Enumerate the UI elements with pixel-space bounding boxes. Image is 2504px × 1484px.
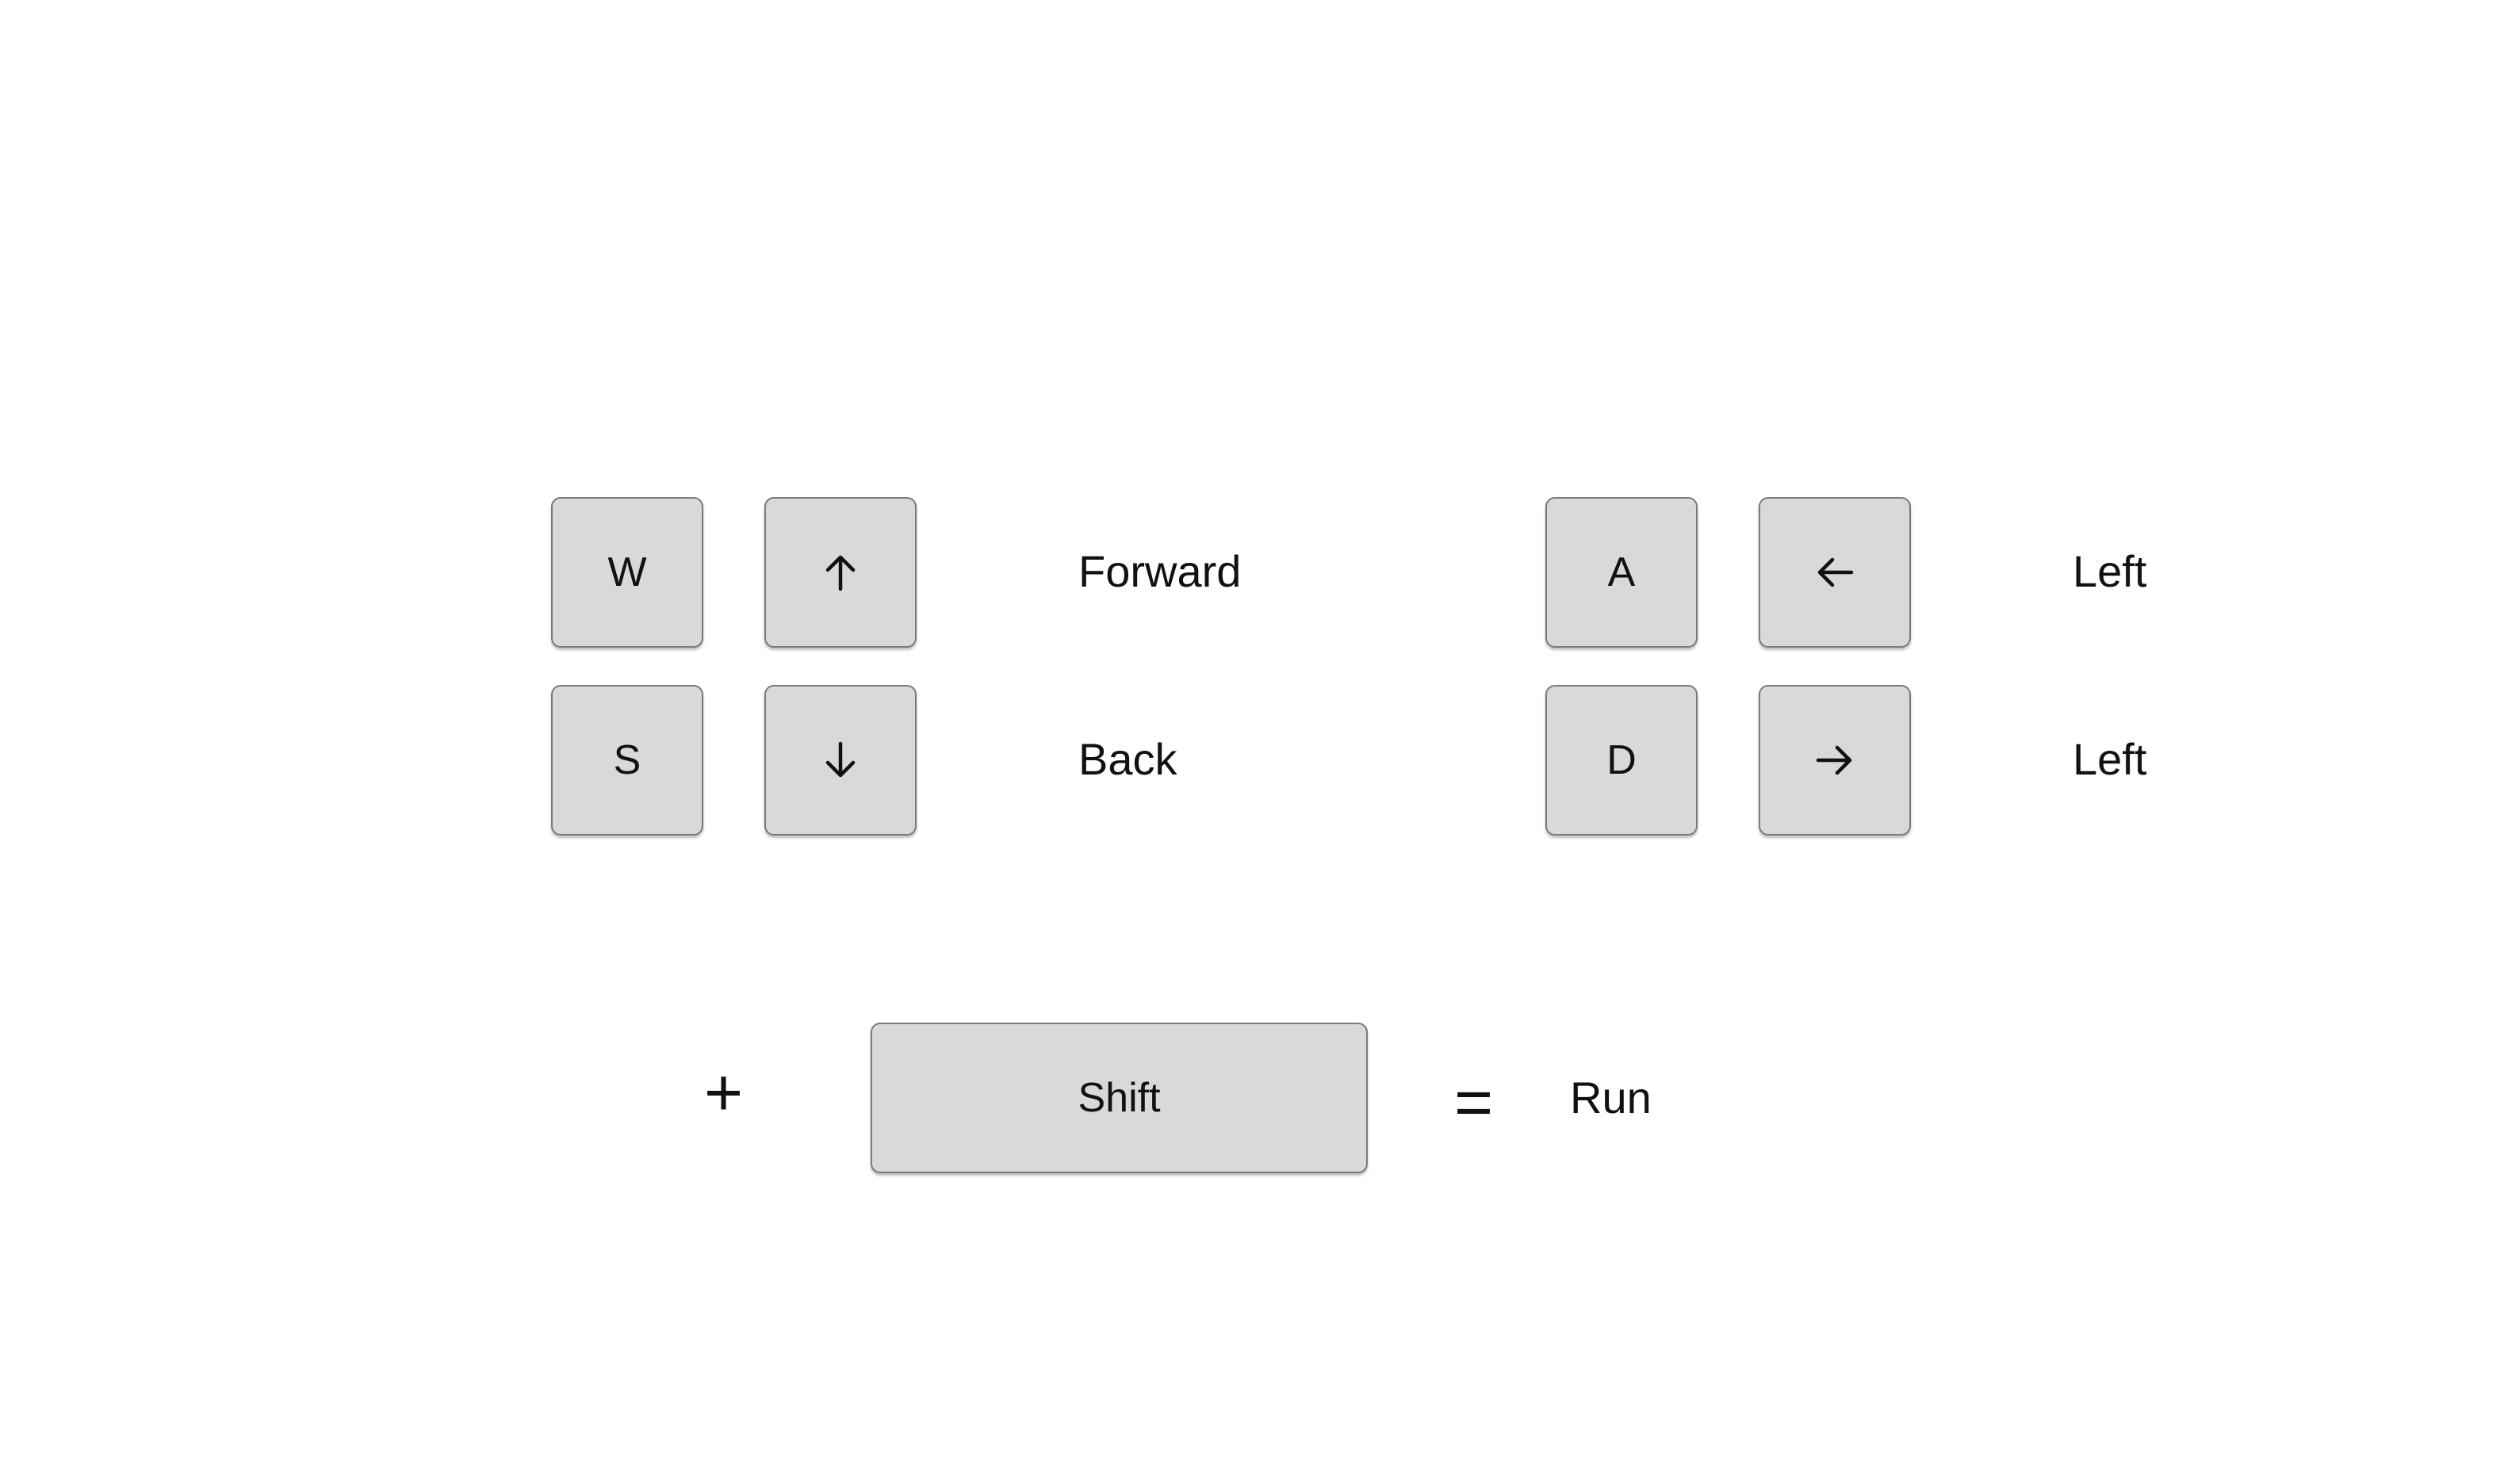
action-label-right: Left xyxy=(2073,734,2147,784)
key-a[interactable]: A xyxy=(1545,497,1698,648)
action-label-forward: Forward xyxy=(1078,546,1242,596)
key-arrow-up[interactable] xyxy=(764,497,917,648)
action-label-left: Left xyxy=(2073,546,2147,596)
key-a-label: A xyxy=(1607,549,1636,595)
key-w-label: W xyxy=(607,549,647,595)
arrow-down-icon xyxy=(823,740,858,780)
key-d[interactable]: D xyxy=(1545,685,1698,836)
plus-symbol: + xyxy=(704,1055,744,1130)
equals-symbol: = xyxy=(1454,1065,1494,1139)
key-s[interactable]: S xyxy=(551,685,703,836)
arrow-up-icon xyxy=(823,553,858,592)
key-d-label: D xyxy=(1606,737,1637,783)
key-arrow-down[interactable] xyxy=(764,685,917,836)
key-arrow-left[interactable] xyxy=(1759,497,1911,648)
action-label-back: Back xyxy=(1078,734,1177,784)
arrow-right-icon xyxy=(1815,743,1855,778)
key-s-label: S xyxy=(613,737,641,783)
key-w[interactable]: W xyxy=(551,497,703,648)
action-label-run: Run xyxy=(1570,1073,1652,1123)
key-shift-label: Shift xyxy=(1078,1075,1161,1121)
key-arrow-right[interactable] xyxy=(1759,685,1911,836)
arrow-left-icon xyxy=(1815,555,1855,590)
key-shift[interactable]: Shift xyxy=(871,1023,1368,1173)
